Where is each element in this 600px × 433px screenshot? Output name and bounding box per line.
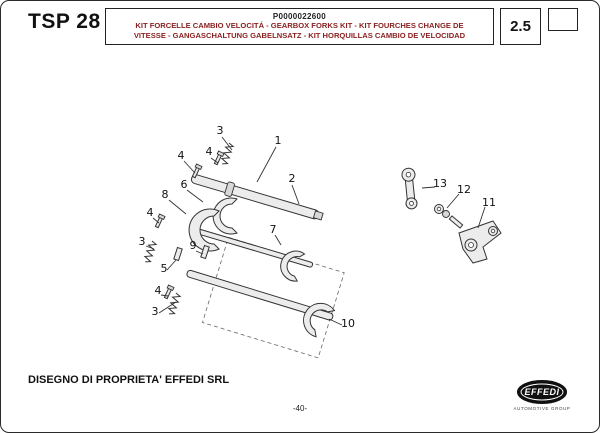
part-callout: 4	[155, 284, 162, 297]
part-callout: 1	[275, 134, 282, 147]
part-code: P0000022600	[272, 12, 327, 22]
pin-shape	[163, 284, 175, 300]
part-callout: 6	[181, 178, 188, 191]
nut-washer-shape	[434, 204, 464, 229]
part-callout: 3	[152, 305, 159, 318]
bush-5-shape	[173, 246, 183, 262]
kit-title-box: P0000022600 KIT FORCELLE CAMBIO VELOCITÁ…	[105, 8, 494, 45]
part-callout: 5	[161, 262, 168, 275]
company-logo: EFFEDI AUTOMOTIVE GROUP	[511, 380, 573, 411]
part-callout: 4	[147, 206, 154, 219]
pin-shape	[154, 213, 166, 229]
empty-corner-box	[548, 8, 578, 31]
bottom-rod-shape	[186, 269, 334, 321]
part-callout: 13	[433, 177, 447, 190]
spring-shape	[143, 240, 158, 263]
bush-9-shape	[200, 244, 210, 260]
selector-arm-shape	[458, 220, 502, 264]
part-callout: 12	[457, 183, 471, 196]
gear-fork-8-shape	[188, 208, 220, 252]
logo-subtitle: AUTOMOTIVE GROUP	[513, 406, 571, 411]
mid-fork-shape	[280, 250, 306, 282]
part-callout: 8	[162, 188, 169, 201]
effedi-logo-text: EFFEDI	[524, 387, 560, 397]
kit-title-line-1: KIT FORCELLE CAMBIO VELOCITÁ - GEARBOX F…	[135, 21, 464, 31]
selector-link-shape	[401, 167, 418, 210]
kit-title-line-2: VITESSE - GANGASCHALTUNG GABELNSATZ - KI…	[133, 31, 466, 40]
page-title: TSP 28	[28, 10, 101, 33]
section-number-box: 2.5	[500, 8, 541, 45]
part-callout: 3	[139, 235, 146, 248]
part-callout: 11	[482, 196, 496, 209]
spring-shape	[220, 142, 235, 165]
leader-lines	[145, 136, 486, 326]
gear-fork-6-shape	[212, 197, 238, 235]
part-callout: 7	[270, 223, 277, 236]
selector-shaft-shape	[190, 174, 324, 221]
property-note: DISEGNO DI PROPRIETA' EFFEDI SRL	[28, 374, 230, 386]
effedi-logo-oval: EFFEDI	[517, 380, 567, 404]
part-callout: 9	[190, 239, 197, 252]
part-callout: 4	[206, 145, 213, 158]
gear-fork-10-shape	[303, 302, 336, 338]
part-callout: 10	[341, 317, 355, 330]
page-number: -40-	[292, 404, 308, 413]
part-callout: 3	[217, 124, 224, 137]
part-callout: 2	[289, 172, 296, 185]
spring-shape	[167, 292, 182, 315]
section-number: 2.5	[510, 18, 531, 35]
part-callout: 4	[178, 149, 185, 162]
